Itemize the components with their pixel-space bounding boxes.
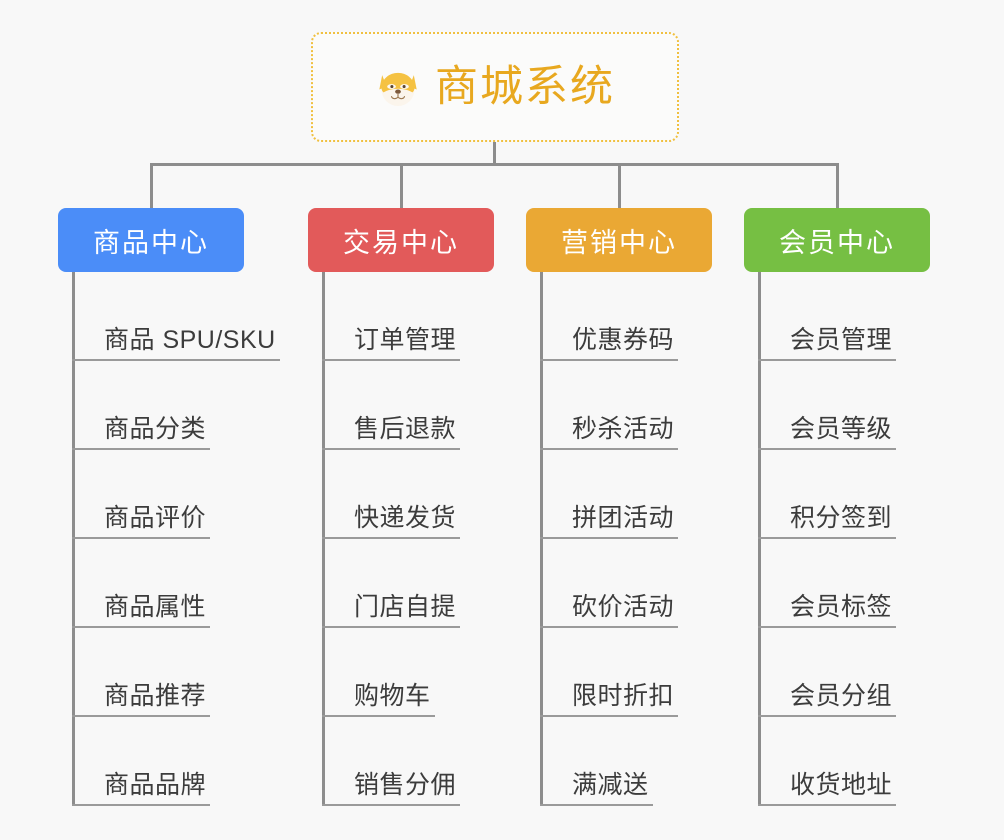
branch-label-1: 商品中心 [93,227,209,258]
leaf-item[interactable]: 订单管理 [322,272,461,361]
leaf-label: 商品 SPU/SKU [104,326,276,354]
branch-title-box-4[interactable]: 会员中心 [744,208,930,272]
leaf-item[interactable]: 会员标签 [758,539,897,628]
leaf-item[interactable]: 商品属性 [72,539,211,628]
leaf-label: 满减送 [572,771,649,799]
leaf-item[interactable]: 售后退款 [322,361,461,450]
leaf-item[interactable]: 商品 SPU/SKU [72,272,280,361]
leaf-label: 销售分佣 [354,771,457,799]
connector-drop-branch-2 [400,163,403,208]
leaf-item[interactable]: 购物车 [322,628,435,717]
leaf-label: 会员分组 [790,682,893,710]
leaf-item[interactable]: 商品评价 [72,450,211,539]
root-node[interactable]: 商城系统 [311,32,679,142]
leaf-label: 快递发货 [354,504,457,532]
leaf-label: 砍价活动 [572,593,675,621]
leaf-item[interactable]: 商品品牌 [72,717,211,806]
leaf-item[interactable]: 销售分佣 [322,717,461,806]
leaf-item[interactable]: 商品分类 [72,361,211,450]
leaf-spine-4 [758,272,761,806]
leaf-item[interactable]: 拼团活动 [540,450,679,539]
leaf-item[interactable]: 会员管理 [758,272,897,361]
leaf-label: 商品评价 [104,504,207,532]
leaf-label: 优惠券码 [572,326,675,354]
connector-root-stem [493,142,496,166]
leaf-item[interactable]: 会员分组 [758,628,897,717]
leaf-item[interactable]: 会员等级 [758,361,897,450]
leaf-label: 购物车 [354,682,431,710]
leaf-spine-2 [322,272,325,806]
leaf-label: 收货地址 [790,771,893,799]
leaf-label: 积分签到 [790,504,893,532]
leaf-label: 售后退款 [354,415,457,443]
connector-drop-branch-1 [150,163,153,208]
root-title: 商城系统 [435,62,615,111]
leaf-label: 限时折扣 [572,682,675,710]
leaf-item[interactable]: 商品推荐 [72,628,211,717]
leaf-spine-1 [72,272,75,806]
shiba-dog-face-icon [379,72,417,106]
leaf-item[interactable]: 满减送 [540,717,653,806]
leaf-item[interactable]: 门店自提 [322,539,461,628]
connector-drop-branch-4 [836,163,839,208]
leaf-label: 会员标签 [790,593,893,621]
leaf-label: 门店自提 [354,593,457,621]
leaf-item[interactable]: 收货地址 [758,717,897,806]
leaf-item[interactable]: 优惠券码 [540,272,679,361]
connector-drop-branch-3 [618,163,621,208]
branch-label-3: 营销中心 [561,227,677,258]
connector-horizontal-bus [150,163,839,166]
leaf-item[interactable]: 积分签到 [758,450,897,539]
leaf-label: 会员等级 [790,415,893,443]
branch-label-4: 会员中心 [779,227,895,258]
leaf-label: 商品属性 [104,593,207,621]
leaf-label: 商品分类 [104,415,207,443]
leaf-label: 商品品牌 [104,771,207,799]
leaf-label: 商品推荐 [104,682,207,710]
branch-label-2: 交易中心 [343,227,459,258]
branch-title-box-1[interactable]: 商品中心 [58,208,244,272]
leaf-label: 会员管理 [790,326,893,354]
leaf-item[interactable]: 快递发货 [322,450,461,539]
leaf-item[interactable]: 砍价活动 [540,539,679,628]
leaf-label: 订单管理 [354,326,457,354]
leaf-item[interactable]: 秒杀活动 [540,361,679,450]
branch-title-box-2[interactable]: 交易中心 [308,208,494,272]
leaf-item[interactable]: 限时折扣 [540,628,679,717]
leaf-label: 秒杀活动 [572,415,675,443]
leaf-label: 拼团活动 [572,504,675,532]
branch-title-box-3[interactable]: 营销中心 [526,208,712,272]
leaf-spine-3 [540,272,543,806]
